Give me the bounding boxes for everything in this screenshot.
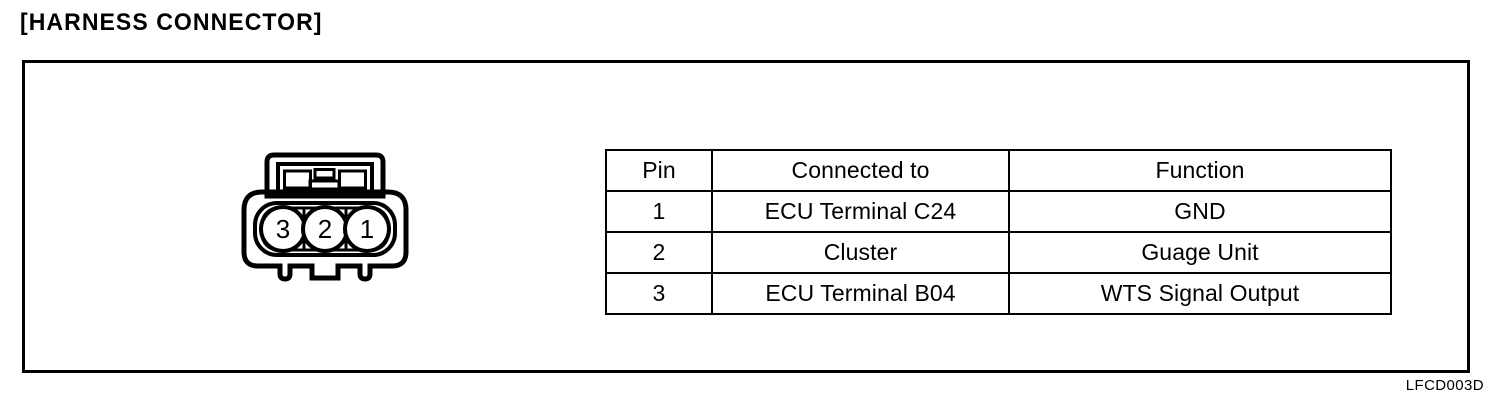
page-title: [HARNESS CONNECTOR] [20, 9, 323, 36]
harness-connector-panel: 3 2 1 Pin Connected to Function 1 ECU Te… [22, 60, 1470, 373]
pin-number-2: 2 [318, 214, 332, 244]
connector-illustration-svg: 3 2 1 [241, 152, 409, 282]
cell-pin: 1 [605, 190, 713, 233]
cell-function: GND [1008, 190, 1392, 233]
table-row: 3 ECU Terminal B04 WTS Signal Output [605, 272, 1392, 315]
column-header-function: Function [1008, 149, 1392, 192]
tab-slot-left [283, 169, 312, 190]
column-header-pin: Pin [605, 149, 713, 192]
cell-pin: 2 [605, 231, 713, 274]
table-row: 2 Cluster Guage Unit [605, 231, 1392, 274]
terminal-circle-pin-1 [343, 205, 391, 253]
tab-outer-shell [264, 152, 386, 199]
connector-diagram: 3 2 1 [237, 148, 413, 288]
table-row: 1 ECU Terminal C24 GND [605, 190, 1392, 233]
cell-connected-to: Cluster [711, 231, 1010, 274]
cell-pin: 3 [605, 272, 713, 315]
tab-slot-right [338, 169, 367, 190]
figure-reference-code: LFCD003D [1405, 377, 1484, 394]
cell-connected-to: ECU Terminal C24 [711, 190, 1010, 233]
tab-slot-middle-upper [313, 168, 336, 180]
cell-function: WTS Signal Output [1008, 272, 1392, 315]
connector-inner-housing [253, 201, 397, 257]
cell-function: Guage Unit [1008, 231, 1392, 274]
pin-number-1: 1 [360, 214, 374, 244]
pin-assignment-table: Pin Connected to Function 1 ECU Terminal… [605, 149, 1392, 315]
table-header-row: Pin Connected to Function [605, 149, 1392, 192]
connector-locking-tab [264, 152, 386, 199]
column-header-connected-to: Connected to [711, 149, 1010, 192]
cell-connected-to: ECU Terminal B04 [711, 272, 1010, 315]
tab-slot-middle-lower [308, 179, 341, 191]
pin-number-3: 3 [276, 214, 290, 244]
connector-outer-housing [241, 189, 409, 282]
tab-inner-frame [276, 162, 374, 198]
